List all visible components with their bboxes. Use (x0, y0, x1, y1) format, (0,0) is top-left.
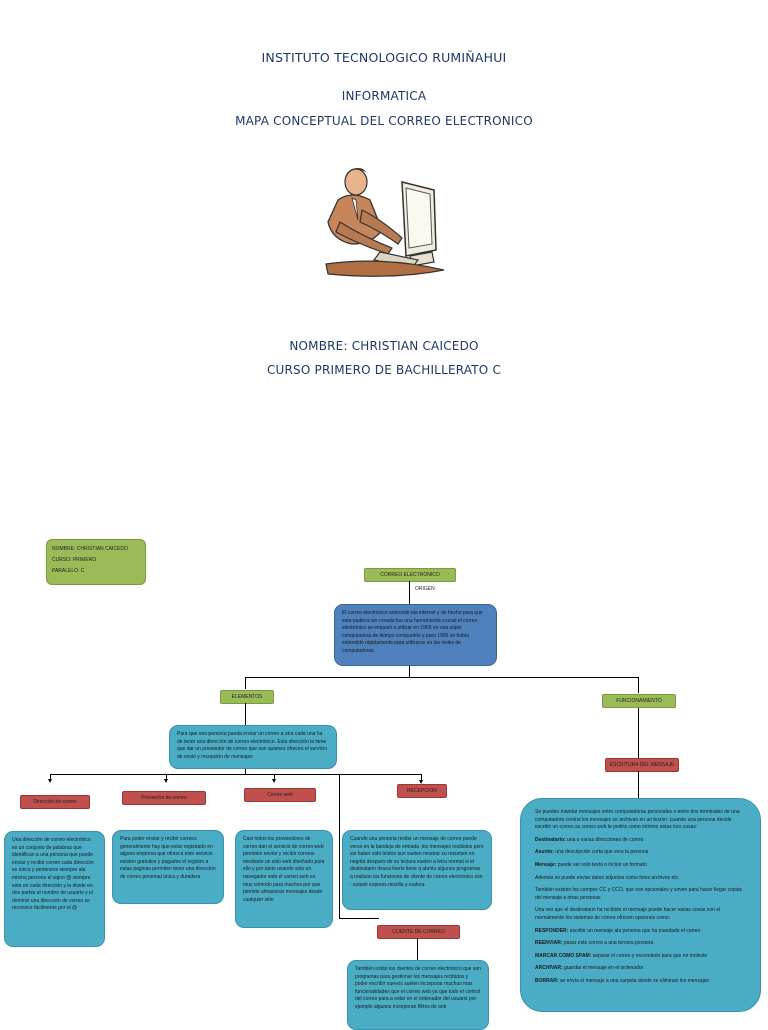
connector (245, 769, 246, 774)
writing-after: Una vez que el destinatario ha recibido … (535, 907, 721, 921)
client-node: CLIENTE DE CORREO (377, 925, 460, 939)
elements-node: ELEMENTOS (220, 690, 274, 704)
writing-node: ESCRITURA DEL MENSAJE (605, 758, 679, 772)
connector (339, 774, 340, 918)
connector (245, 703, 246, 725)
reception-box: Cuando una persona recibe un mensaje de … (342, 830, 492, 910)
reception-node: RECEPCION (397, 784, 447, 798)
info-course: CURSO: PRIMERO (52, 557, 97, 563)
connector (421, 774, 422, 780)
provider-box: Para poder enviar y recibir correos gene… (112, 830, 224, 904)
writing-item: Destinatario: una o varias direcciones d… (535, 836, 644, 843)
origin-box: El correo electrónico antecede ala inter… (334, 604, 497, 666)
connector (50, 774, 51, 779)
writing-action: BORRAR: se envía el mensaje a una carpet… (535, 977, 709, 984)
writing-cc: También existen los campos CC y CCO, que… (535, 887, 743, 901)
root-node: CORREO ELECTRONICO (364, 568, 456, 582)
student-course: CURSO PRIMERO DE BACHILLERATO C (266, 363, 502, 377)
address-box: Una dirección de correo electrónico es u… (4, 831, 105, 947)
arrow (419, 780, 423, 784)
writing-action: RESPONDER: escribir un mensaje ala perso… (535, 927, 701, 934)
connector (417, 938, 418, 960)
connector (409, 581, 410, 604)
connector (638, 677, 639, 693)
elements-box: Para que una persona pueda enviar un cor… (169, 725, 337, 769)
functioning-node: FUNCIONAMIENTO (602, 694, 676, 708)
writing-action: REENVIAR: pasar este correo a una tercer… (535, 940, 654, 947)
subject-title: INFORMATICA (341, 89, 427, 103)
writing-action: ARCHIVAR: guardar el mensaje en el orden… (535, 965, 644, 972)
connector (50, 774, 422, 775)
writing-action: MARCAR COMO SPAM: separar el correo y es… (535, 952, 708, 959)
connector (245, 677, 639, 678)
student-name: NOMBRE: CHRISTIAN CAICEDO (289, 339, 479, 353)
info-section: PARALELO: C (52, 568, 85, 574)
webmail-node: Correo web (244, 788, 316, 802)
connector (166, 774, 167, 779)
origin-label: ORIGEN (415, 586, 435, 592)
student-info-box: NOMBRE: CHRISTIAN CAICEDO CURSO: PRIMERO… (46, 539, 146, 585)
webmail-box: Casi todos los proveedores de correo dan… (235, 830, 333, 928)
connector (245, 677, 246, 689)
client-box: También están los clientes de correo ele… (347, 960, 489, 1030)
provider-node: Proveedor de correo (122, 791, 206, 805)
connector (274, 774, 275, 779)
arrow (272, 779, 276, 783)
address-node: Dirección de correo (20, 795, 90, 809)
institute-title: INSTITUTO TECNOLOGICO RUMIÑAHUI (261, 50, 507, 65)
info-name: NOMBRE: CHRISTIAN CAICEDO (52, 546, 128, 552)
writing-item: Mensaje: puede ser solo texto o incluir … (535, 861, 647, 868)
arrow (48, 779, 52, 783)
connector (638, 708, 639, 758)
writing-intro: Se pueden mandar mensajes entre computad… (535, 809, 740, 831)
writing-box: Se pueden mandar mensajes entre computad… (520, 798, 761, 1012)
connector (638, 771, 639, 798)
writing-item: Asunto: una descripción corta que vera l… (535, 849, 649, 856)
computer-user-clipart (325, 168, 445, 277)
writing-attach: Además se puede enviar datos adjuntos co… (535, 874, 680, 881)
map-title: MAPA CONCEPTUAL DEL CORREO ELECTRONICO (235, 114, 533, 128)
connector (339, 918, 379, 919)
arrow (164, 779, 168, 783)
connector (409, 666, 410, 677)
